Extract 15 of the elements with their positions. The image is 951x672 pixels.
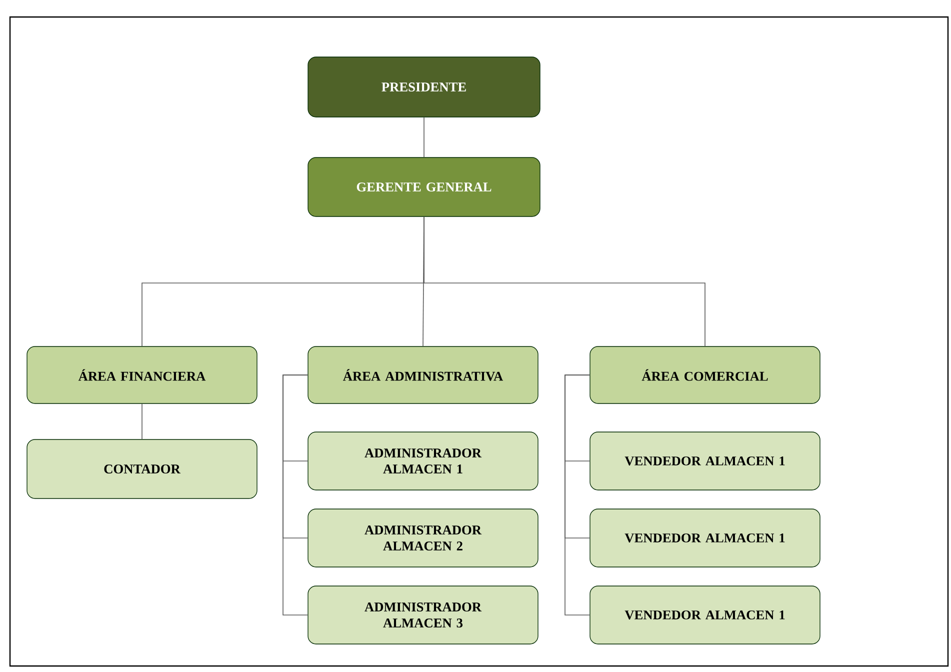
role-box: ÁREA COMERCIAL <box>590 346 820 404</box>
role-box: ÁREA FINANCIERA <box>26 346 258 404</box>
title-box: GERENTE GENERAL <box>308 157 540 217</box>
title-box: PRESIDENTE <box>308 56 540 118</box>
connector-line <box>282 374 308 616</box>
role-box: VENDEDOR ALMACEN 1 <box>590 586 820 644</box>
role-box: VENDEDOR ALMACEN 1 <box>590 432 820 490</box>
role-box: VENDEDOR ALMACEN 1 <box>590 508 820 568</box>
connector-line <box>424 216 706 347</box>
role-box: ÁREA ADMINISTRATIVA <box>308 346 538 404</box>
role-box: ADMINISTRADOR ALMACEN 2 <box>308 508 538 568</box>
role-box: ADMINISTRADOR ALMACEN 1 <box>308 432 538 490</box>
role-box: ADMINISTRADOR ALMACEN 3 <box>308 586 538 644</box>
connector-line <box>564 374 590 616</box>
role-box: CONTADOR <box>26 439 258 499</box>
